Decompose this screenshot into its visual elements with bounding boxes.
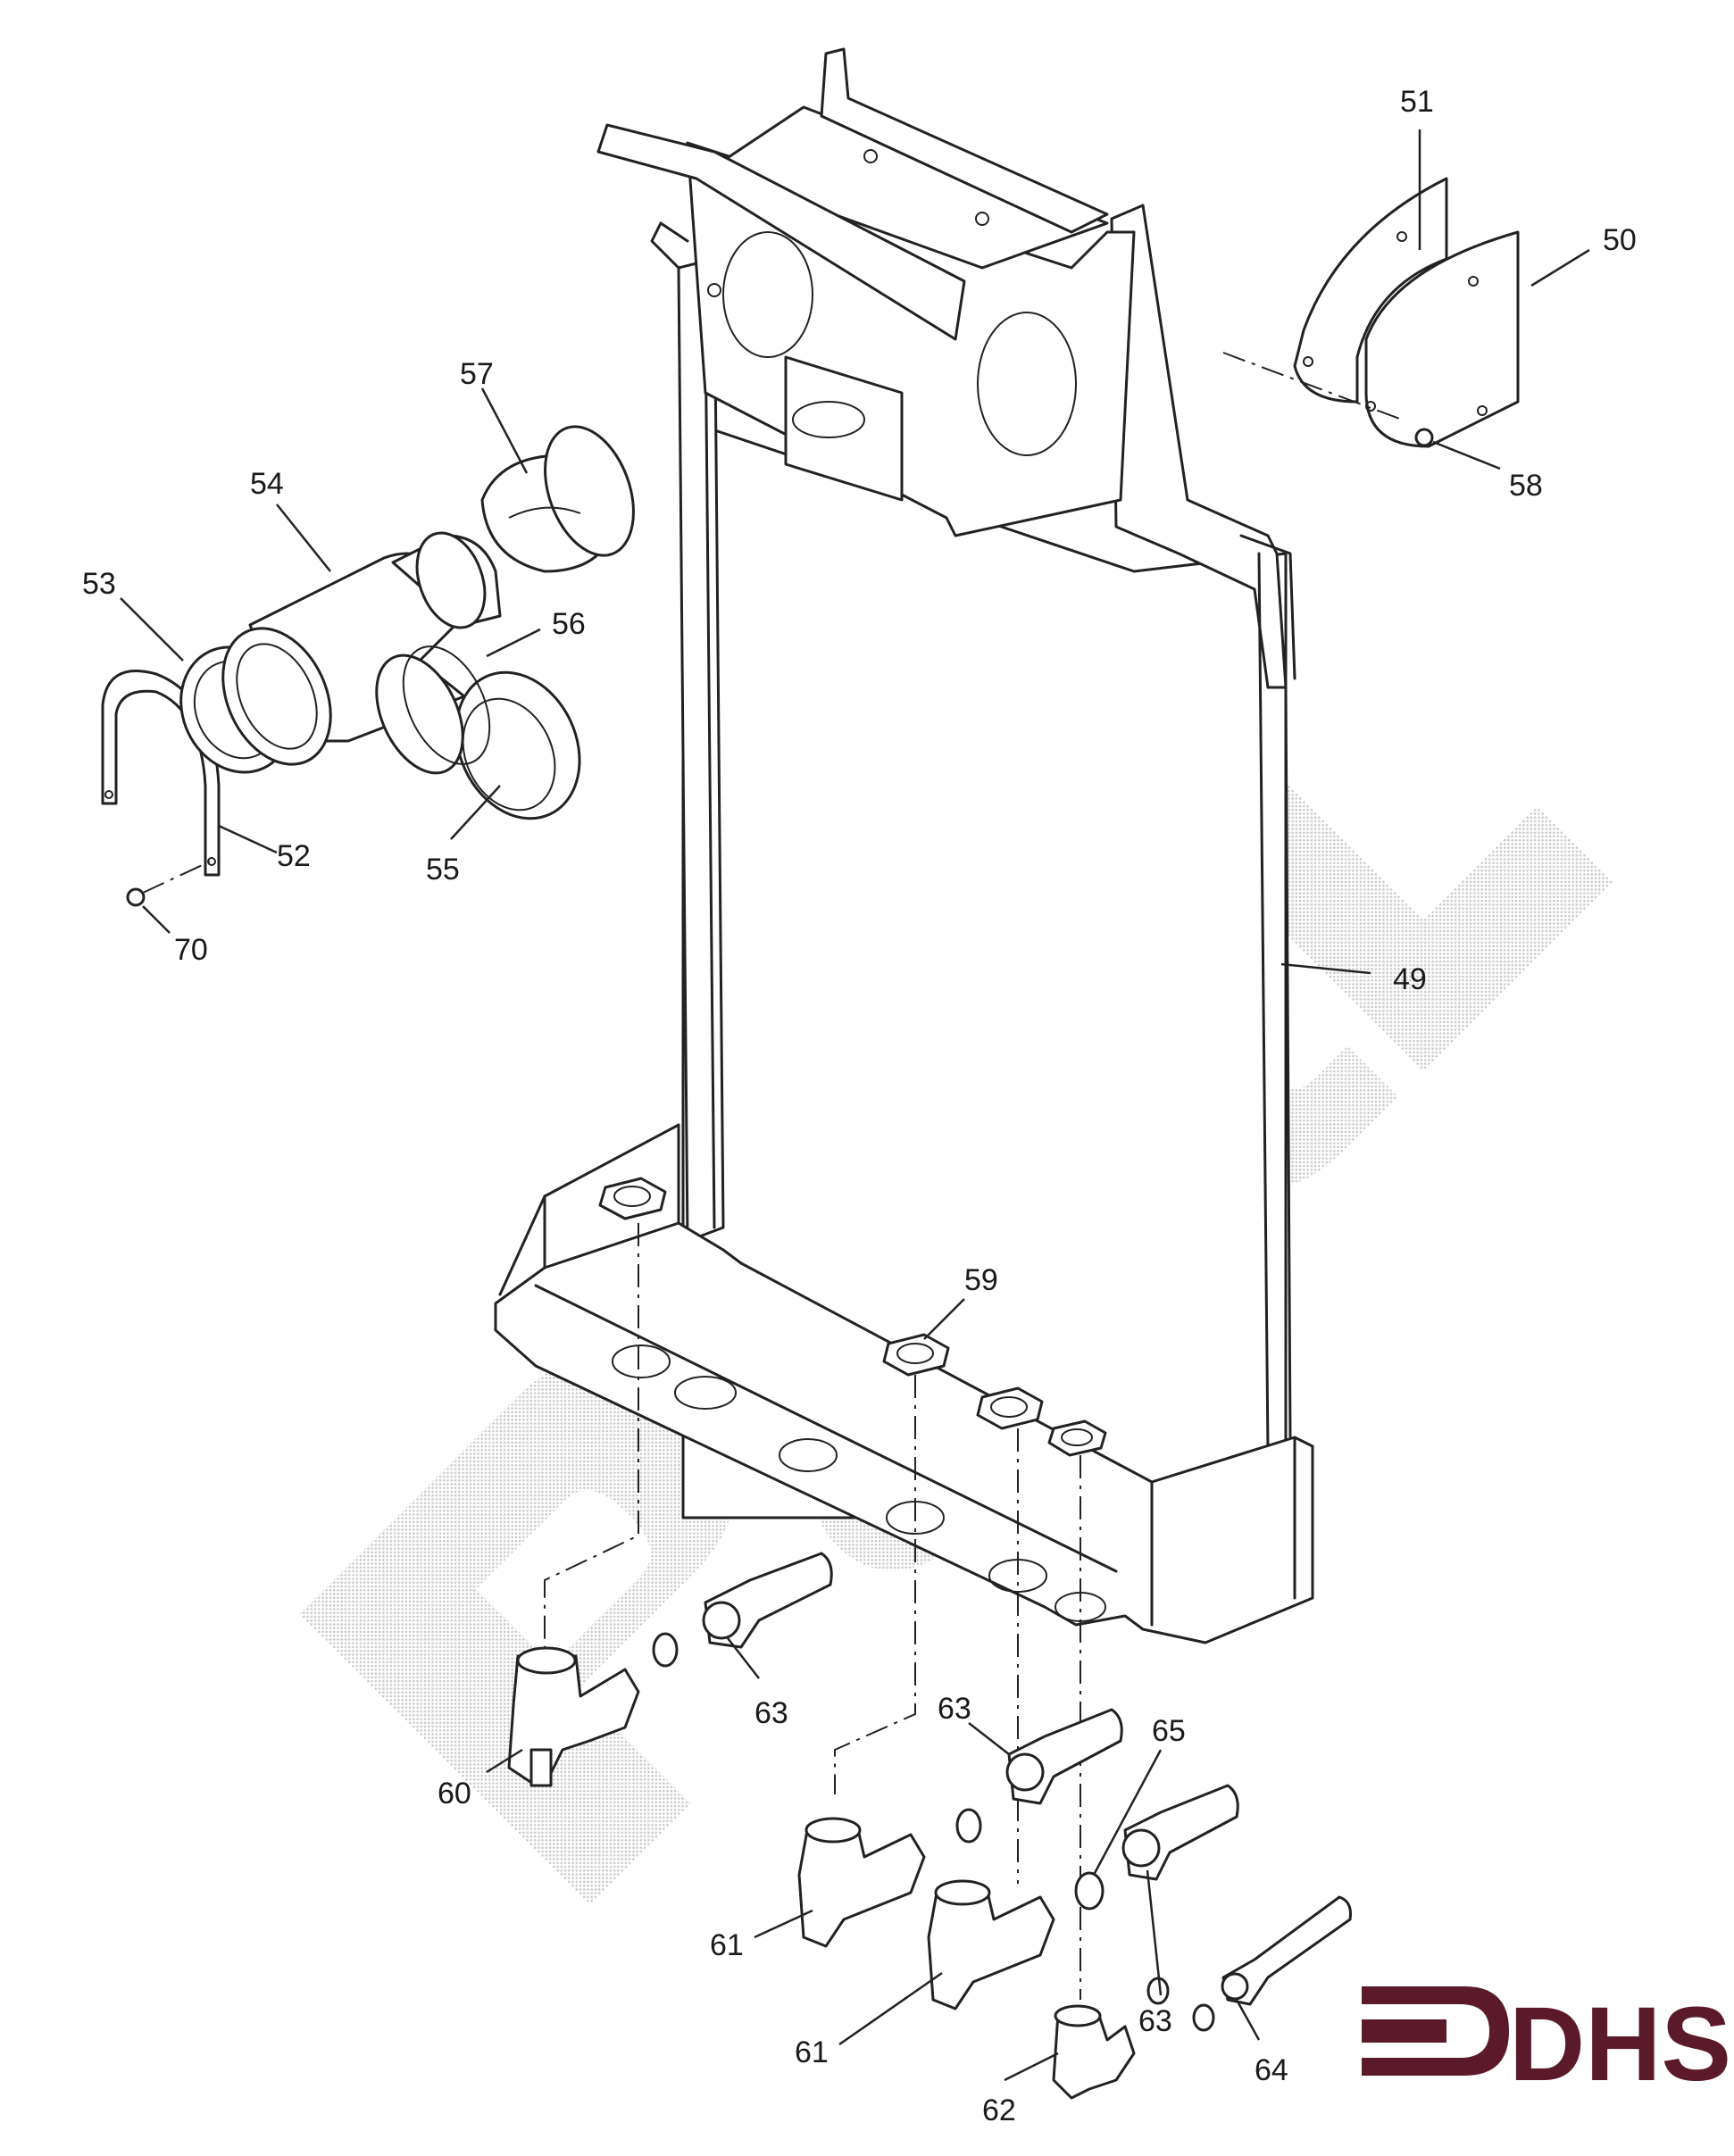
part-49-frame [494,204,1314,1644]
callout-63-a: 63 [754,1696,788,1730]
callout-63-b: 63 [938,1692,971,1726]
callout-50: 50 [1603,223,1637,257]
part-65-washers [652,1632,1215,2032]
callout-55: 55 [426,853,460,887]
callout-58: 58 [1509,469,1543,503]
callout-labels: 49 50 51 52 53 54 55 56 57 58 59 60 61 6… [82,85,1637,2127]
callout-59: 59 [964,1263,998,1297]
callout-63-c: 63 [1138,2004,1172,2038]
callout-49: 49 [1393,962,1427,996]
leader-lines [120,129,1590,2082]
part-61-valve-b [927,1879,1055,2010]
part-57-cap [480,425,635,573]
callout-62: 62 [982,2094,1016,2127]
callout-61-b: 61 [795,2035,829,2069]
part-62-valve [1052,2004,1136,2100]
callout-56: 56 [552,607,586,641]
callout-64: 64 [1255,2053,1288,2087]
part-56-seal [375,645,491,775]
part-59-nuts [598,1177,1107,1457]
part-58-screw [1414,428,1434,447]
dhs-logo-mark [1362,1986,1509,2076]
dhs-logo: DHS [1362,1985,1731,2103]
part-50-plate [1364,230,1520,448]
callout-60: 60 [438,1777,471,1811]
callout-61-a: 61 [710,1928,744,1962]
part-61-valve-a [797,1817,926,1948]
top-box-assembly [596,47,1136,537]
part-60-valve [507,1646,640,1787]
part-63-fittings [702,1552,1239,1881]
alignment-lines [544,1223,1081,2000]
callout-70: 70 [174,933,208,967]
dashline-58 [1222,352,1403,420]
callout-54: 54 [250,467,284,501]
dashline-70 [142,861,211,894]
callout-65: 65 [1152,1714,1186,1748]
callout-57: 57 [460,357,494,391]
callout-53: 53 [82,567,116,601]
part-64-fitting [1221,1895,1352,2006]
part-70-screw [126,887,146,907]
callout-51: 51 [1400,85,1434,119]
part-51-plate [1293,177,1448,404]
callout-52: 52 [277,839,311,873]
dhs-logo-text: DHS [1509,1985,1731,2103]
